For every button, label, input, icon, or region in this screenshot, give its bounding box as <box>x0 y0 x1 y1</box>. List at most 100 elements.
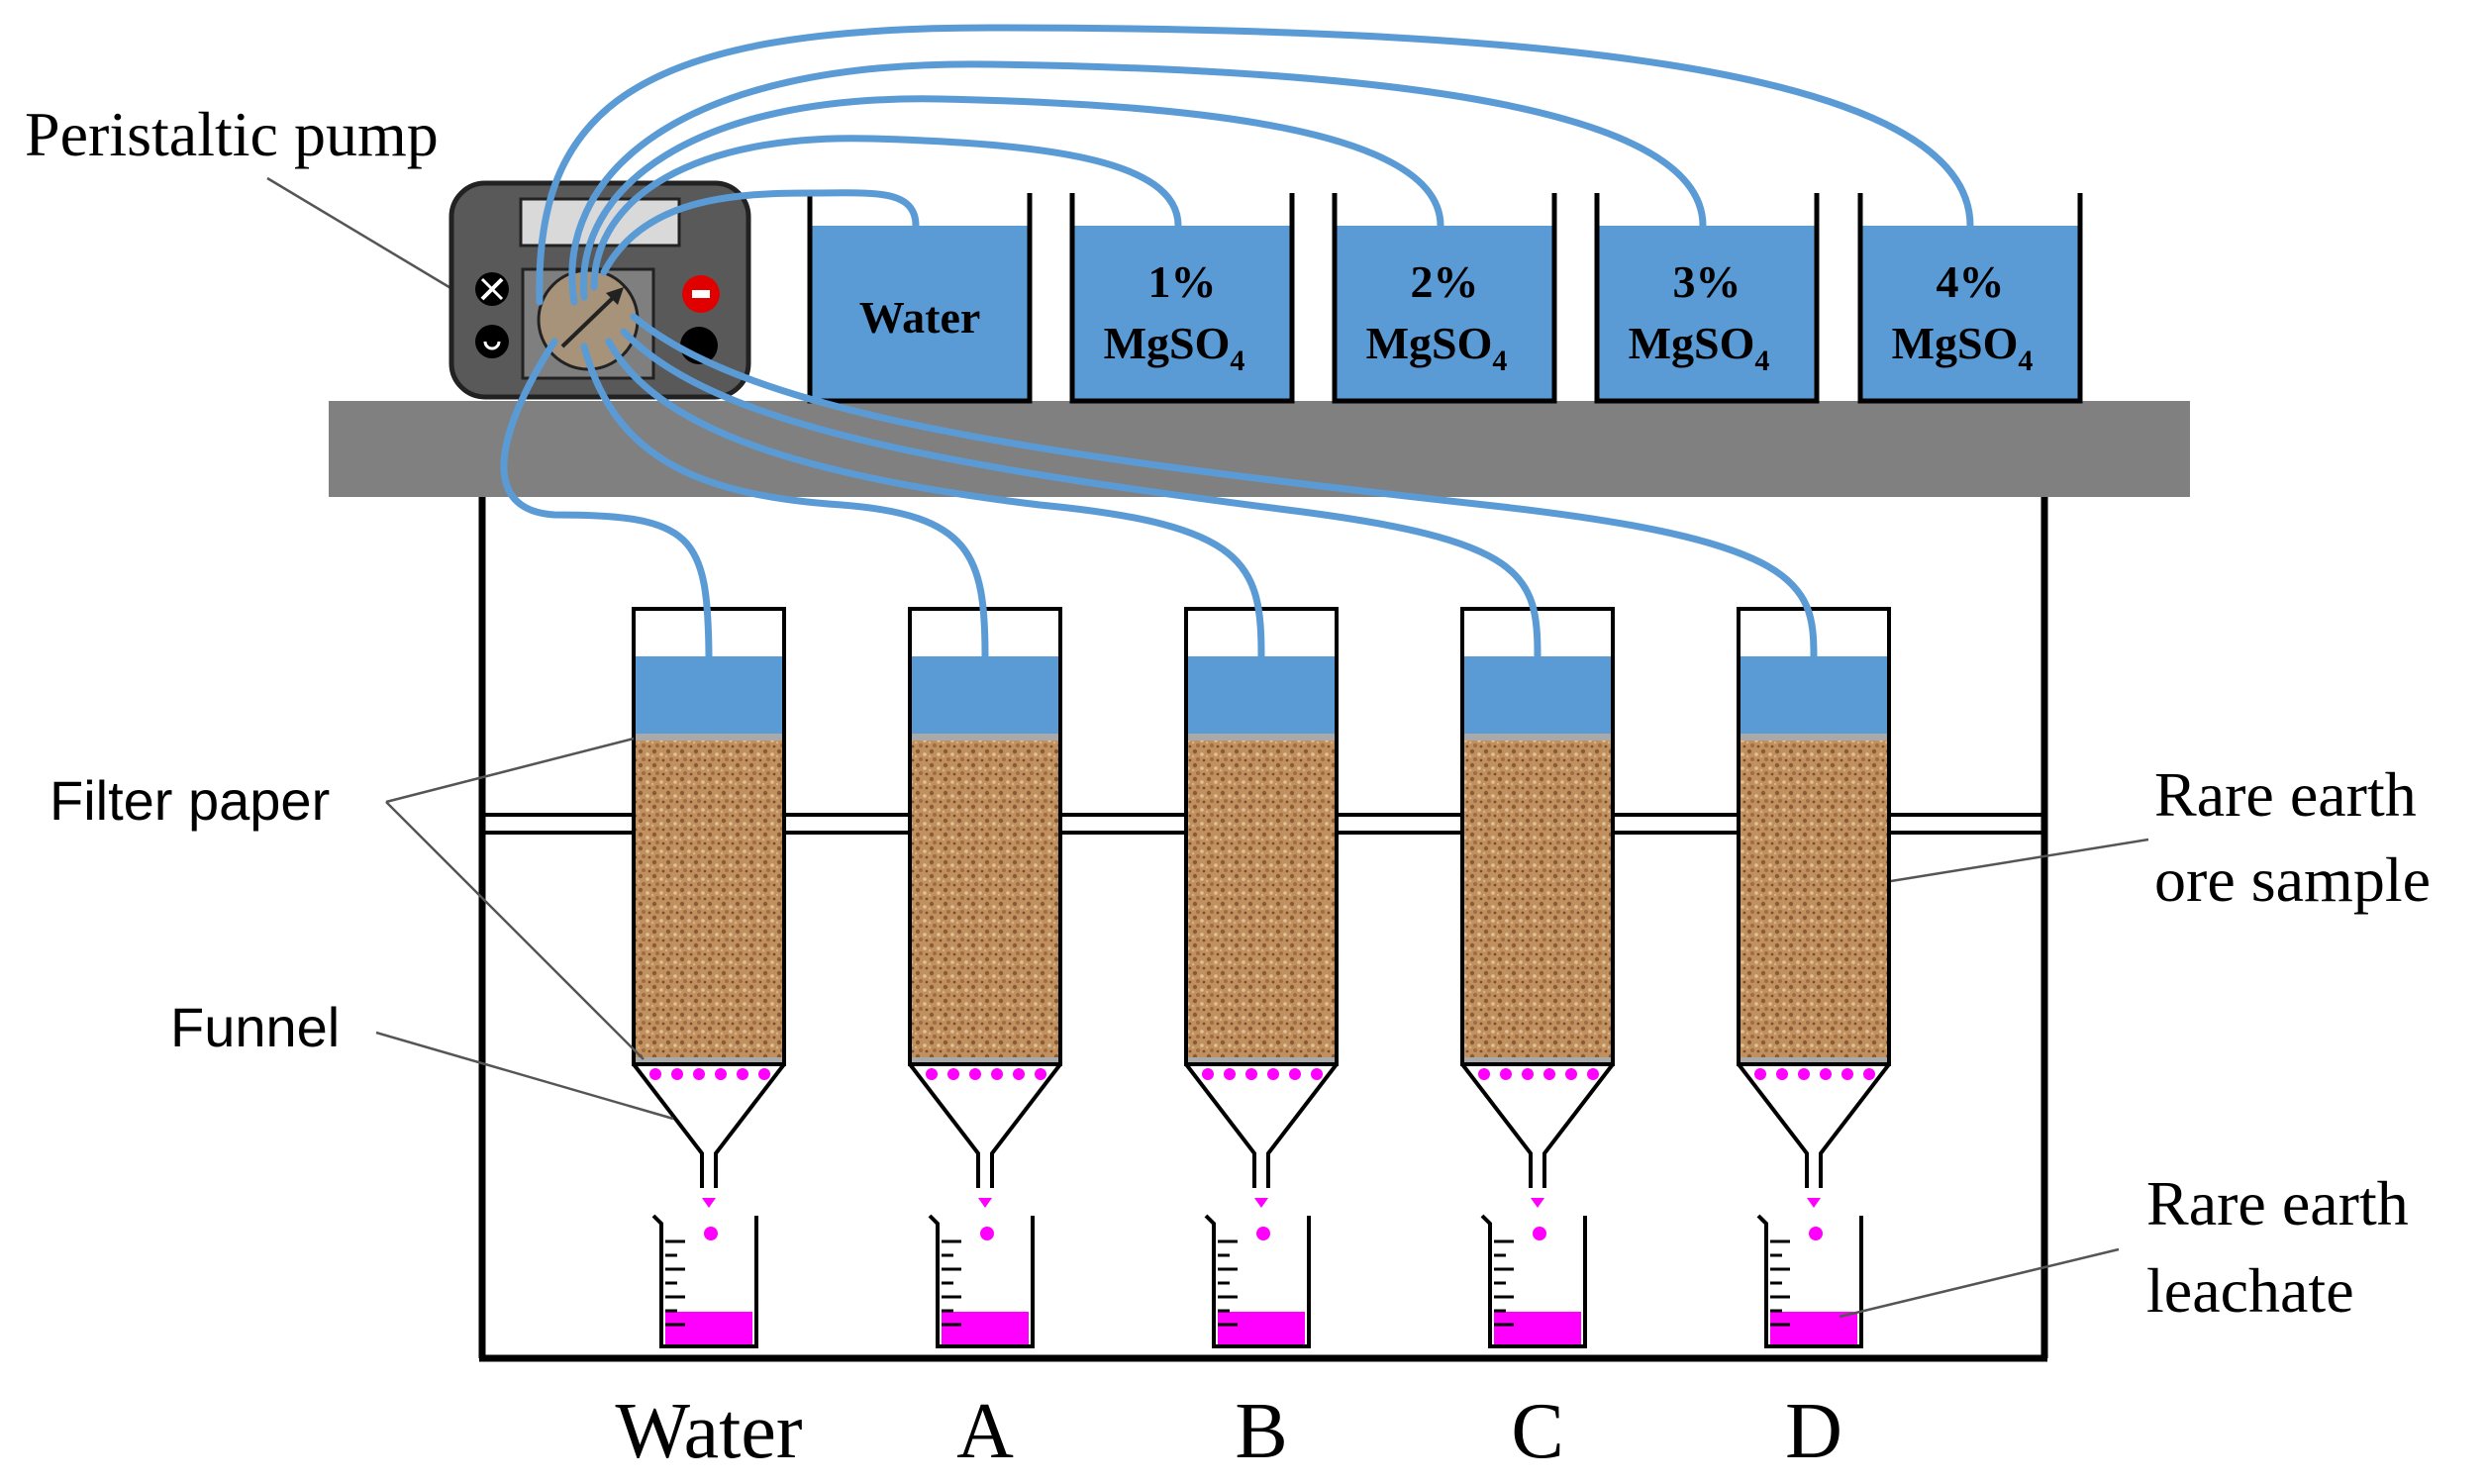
tank-concentration-label: 2% <box>1411 256 1479 307</box>
leachate-drop <box>926 1068 938 1080</box>
leachate-drop <box>737 1068 748 1080</box>
leaching-column-2 <box>1184 607 1339 1348</box>
leachate-label-line1: Rare earth <box>2146 1168 2409 1238</box>
leachate-drop <box>1543 1068 1555 1080</box>
column-water-layer <box>634 656 784 734</box>
ore-sample <box>1739 741 1889 1057</box>
leachate-drop <box>1776 1068 1788 1080</box>
leachate-drop <box>1311 1068 1323 1080</box>
filter-paper-bottom <box>1186 1057 1337 1064</box>
leachate-drop <box>1500 1068 1512 1080</box>
tube-9 <box>630 313 1818 660</box>
leachate-drop <box>1013 1068 1025 1080</box>
funnel-leader-line <box>375 1031 674 1121</box>
filter-paper-top <box>1462 734 1613 741</box>
leachate-drop <box>1267 1068 1279 1080</box>
leachate-drop <box>1224 1068 1236 1080</box>
beaker-leachate <box>1494 1312 1581 1346</box>
column-outline <box>1460 607 1615 1066</box>
leachate-drop <box>969 1068 981 1080</box>
beaker <box>1480 1214 1587 1348</box>
tank-4: 4% MgSO4 <box>1857 193 2083 404</box>
filter-paper-top <box>1186 734 1337 741</box>
leachate-drop <box>1863 1068 1875 1080</box>
filter-paper-bottom <box>634 1057 784 1064</box>
leachate-drip <box>702 1198 716 1208</box>
ore-sample <box>1462 741 1613 1057</box>
column-outline <box>1737 607 1891 1066</box>
funnel <box>1737 1062 1891 1188</box>
falling-drop <box>1256 1227 1270 1240</box>
leachate-drop <box>1754 1068 1766 1080</box>
leachate-drop <box>693 1068 705 1080</box>
leachate-drop <box>1035 1068 1046 1080</box>
leaching-column-0 <box>632 607 786 1348</box>
tube-7 <box>605 338 1265 660</box>
falling-drop <box>1809 1227 1823 1240</box>
filter-paper-bottom <box>1739 1057 1889 1064</box>
tube-4 <box>536 24 1974 306</box>
ore-sample <box>1186 741 1337 1057</box>
tank-compound-label: MgSO4 <box>1892 318 2034 377</box>
tank-2: 2% MgSO4 <box>1332 193 1557 404</box>
leachate-drop <box>758 1068 770 1080</box>
tank-compound-label: MgSO4 <box>1366 318 1508 377</box>
funnel <box>1460 1062 1615 1188</box>
leachate-label-line2: leachate <box>2146 1255 2354 1326</box>
tank-compound-label: MgSO4 <box>1104 318 1245 377</box>
leachate-drop <box>991 1068 1003 1080</box>
tank-label: Water <box>859 292 981 343</box>
pump-leader-line <box>266 176 458 294</box>
beaker-leachate <box>665 1312 752 1346</box>
leaching-column-4 <box>1737 607 1891 1348</box>
ore-sample-label-line2: ore sample <box>2154 844 2431 915</box>
column-label-0: Water <box>616 1388 803 1475</box>
falling-drop <box>1533 1227 1546 1240</box>
funnel-label: Funnel <box>170 996 340 1058</box>
leachate-drop <box>1289 1068 1301 1080</box>
leachate-drop <box>1202 1068 1214 1080</box>
funnel <box>632 1062 786 1188</box>
leachate-drop <box>649 1068 661 1080</box>
filter-paper-top <box>1739 734 1889 741</box>
column-label-3: C <box>1511 1388 1563 1475</box>
leachate-drop <box>947 1068 959 1080</box>
column-water-layer <box>1186 656 1337 734</box>
column-water-layer <box>1462 656 1613 734</box>
leachate-drop <box>671 1068 683 1080</box>
filter-paper-top <box>910 734 1060 741</box>
shelf <box>329 401 2190 497</box>
filter-paper-leader-lines <box>385 737 645 1060</box>
ore-sample <box>634 741 784 1057</box>
leachate-drip <box>1531 1198 1544 1208</box>
column-label-4: D <box>1785 1388 1842 1475</box>
leachate-drop <box>1587 1068 1599 1080</box>
leachate-drip <box>978 1198 992 1208</box>
tube-2 <box>579 95 1444 301</box>
falling-drop <box>980 1227 994 1240</box>
leachate-drop <box>1478 1068 1490 1080</box>
tube-8 <box>620 328 1542 660</box>
pump-label: Peristaltic pump <box>25 99 439 169</box>
tank-concentration-label: 4% <box>1937 256 2005 307</box>
leachate-drop <box>1522 1068 1534 1080</box>
leachate-drop <box>1245 1068 1257 1080</box>
beaker <box>1204 1214 1311 1348</box>
leachate-drop <box>1565 1068 1577 1080</box>
tank-compound-label: MgSO4 <box>1629 318 1770 377</box>
pump-rotor-arrow <box>560 293 618 348</box>
tube-5 <box>500 338 713 660</box>
beaker <box>651 1214 758 1348</box>
ore-sample-leader-line <box>1890 838 2149 883</box>
leachate-drip <box>1254 1198 1268 1208</box>
column-label-2: B <box>1235 1388 1287 1475</box>
beaker <box>928 1214 1035 1348</box>
filter-paper-label: Filter paper <box>50 769 330 832</box>
tank-1: 1% MgSO4 <box>1069 193 1295 404</box>
leaching-column-1 <box>908 607 1062 1348</box>
tank-0: Water <box>807 193 1033 404</box>
pump-power-icon <box>475 325 509 358</box>
tank-concentration-label: 1% <box>1148 256 1217 307</box>
tube-6 <box>580 343 989 660</box>
